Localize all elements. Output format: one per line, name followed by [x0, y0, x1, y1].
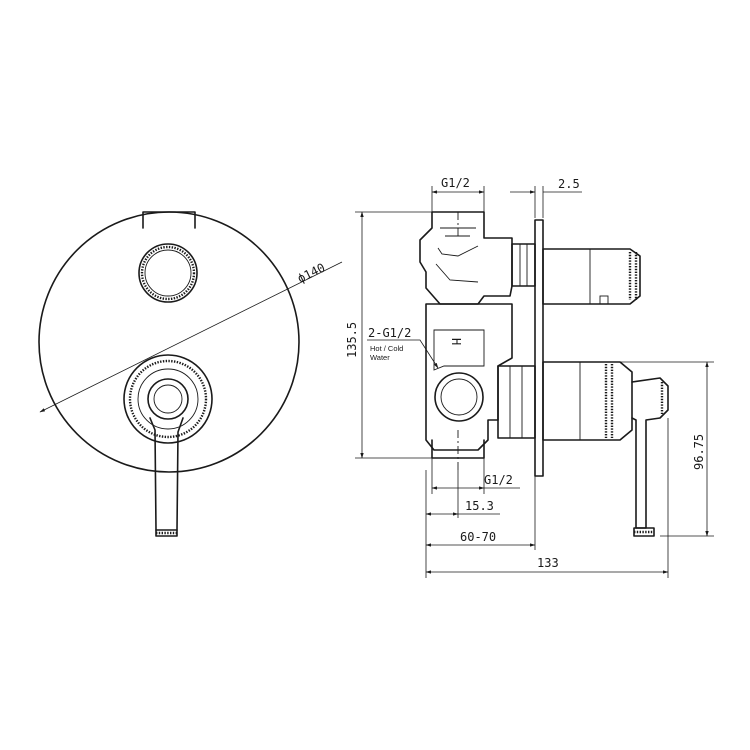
lower-knob — [123, 354, 213, 444]
dim-inlets-side: 2-G1/2 Hot / Cold Water — [367, 326, 439, 369]
valve-body: H — [419, 211, 513, 470]
upper-spindle — [511, 243, 536, 287]
cover-plate — [38, 211, 300, 473]
outlet-offset-label: 15.3 — [465, 499, 494, 513]
height-label: 135.5 — [345, 322, 359, 358]
dim-outlet-offset: 15.3 — [425, 470, 500, 578]
side-view: H — [345, 176, 714, 578]
top-tab — [142, 211, 196, 229]
dim-inlet-top: G1/2 — [431, 176, 485, 212]
upper-knob — [138, 243, 198, 303]
dim-body-depth: 60-70 — [425, 476, 536, 550]
lower-spindle — [497, 365, 536, 439]
inlet-top-label: G1/2 — [441, 176, 470, 190]
inlets-note-line1: Hot / Cold — [370, 344, 403, 353]
dim-outlet-bottom: G1/2 — [431, 458, 520, 494]
dim-height: 135.5 — [345, 211, 432, 459]
dim-total-depth: 133 — [425, 418, 669, 578]
marker-h: H — [449, 338, 463, 345]
wall-plate — [534, 219, 544, 477]
plate-thickness-label: 2.5 — [558, 177, 580, 191]
side-lever — [631, 377, 669, 537]
upper-knob-side — [542, 248, 641, 305]
outlet-bottom-label: G1/2 — [484, 473, 513, 487]
front-lever — [149, 417, 184, 537]
side-inlet — [434, 372, 484, 422]
diameter-dimension: ϕ140 — [39, 260, 343, 413]
front-view: ϕ140 — [38, 211, 343, 537]
dim-plate-thickness: 2.5 — [510, 177, 582, 218]
diameter-label: ϕ140 — [295, 260, 327, 285]
lever-height-label: 96.75 — [692, 434, 706, 470]
inlets-side-label: 2-G1/2 — [368, 326, 411, 340]
body-depth-label: 60-70 — [460, 530, 496, 544]
lower-knob-side — [542, 361, 633, 441]
total-depth-label: 133 — [537, 556, 559, 570]
dim-lever-height: 96.75 — [612, 361, 714, 537]
inlets-note-line2: Water — [370, 353, 390, 362]
